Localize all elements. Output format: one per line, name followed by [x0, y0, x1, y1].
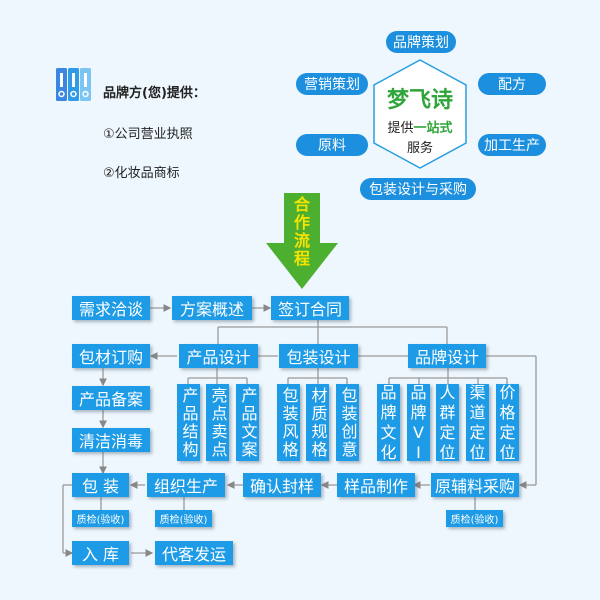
provider-heading: 品牌方(您)提供： [103, 86, 206, 101]
sub-label: 包装创意 [338, 386, 358, 459]
sub-char: 道 [469, 402, 486, 422]
sub-char: 定 [439, 422, 456, 442]
qc-label-raw-procurement: 质检(验收) [446, 510, 503, 527]
sub-char: 人 [439, 382, 456, 402]
hub-hexagon [373, 59, 467, 169]
sub-brand-culture: 品牌文化 [377, 382, 400, 462]
sub-label: 产品文案 [238, 386, 258, 459]
qc-label-packaging: 质检(验收) [72, 510, 129, 527]
sub-channel-positioning: 渠道定位 [466, 382, 489, 462]
step-shipping: 代客发运 [155, 541, 233, 565]
step-production: 组织生产 [147, 473, 225, 497]
sub-char: 位 [469, 442, 486, 462]
sub-char: I [416, 442, 421, 462]
hub-brand: 梦飞诗 [386, 88, 453, 113]
provider-item-license: ①公司营业执照 [103, 127, 193, 142]
hub-tagline-prefix: 提供 [387, 121, 414, 136]
sub-label: 材质规格 [308, 386, 328, 459]
sub-label: 产品结构 [179, 386, 199, 459]
service-brand-planning: 品牌策划 [386, 31, 456, 53]
arrow-char: 流 [293, 231, 310, 250]
sub-package-creative: 包装创意 [336, 384, 359, 461]
step-packaging-order: 包材订购 [72, 344, 150, 368]
sub-char: 格 [499, 402, 516, 422]
hub-tagline-highlight: 一站式 [413, 121, 453, 136]
step-raw-procurement: 原辅料采购 [431, 473, 519, 497]
sub-char: 品 [410, 382, 427, 402]
hub-tagline-suffix: 服务 [406, 141, 433, 156]
step-product-filing: 产品备案 [72, 386, 150, 410]
sub-label: 亮点卖点 [208, 386, 228, 459]
step-warehousing: 入 库 [72, 541, 129, 565]
sub-product-structure: 产品结构 [177, 384, 200, 461]
sub-char: 文 [380, 422, 397, 442]
provider-item-trademark: ②化妆品商标 [103, 166, 180, 181]
sub-char: 品 [380, 382, 397, 402]
step-confirm-sample: 确认封样 [243, 473, 321, 497]
service-raw-materials: 原料 [296, 134, 368, 156]
service-formula: 配方 [478, 73, 546, 95]
service-packaging-procurement: 包装设计与采购 [360, 178, 476, 200]
arrow-char: 作 [293, 213, 310, 232]
sub-char: 位 [499, 442, 516, 462]
hub-tagline: 提供一站式 [372, 117, 468, 136]
sub-char: 定 [469, 422, 486, 442]
sub-char: 渠 [469, 382, 486, 402]
sub-char: V [413, 422, 424, 442]
step-brand-design: 品牌设计 [408, 344, 486, 368]
qc-label-production: 质检(验收) [155, 510, 212, 527]
sub-label: 包装风格 [279, 386, 299, 459]
sub-package-style: 包装风格 [277, 384, 300, 461]
sub-char: 定 [499, 422, 516, 442]
service-processing: 加工生产 [478, 134, 546, 156]
step-packaging: 包 装 [72, 473, 129, 497]
service-marketing-planning: 营销策划 [296, 73, 368, 95]
step-contract: 签订合同 [271, 296, 349, 320]
sub-char: 化 [380, 442, 397, 462]
sub-material-spec: 材质规格 [306, 384, 329, 461]
step-product-design: 产品设计 [179, 344, 258, 368]
step-cleaning: 清洁消毒 [72, 428, 150, 452]
step-requirements: 需求洽谈 [72, 296, 150, 320]
sub-audience-positioning: 人群定位 [436, 382, 459, 462]
sub-price-positioning: 价格定位 [496, 382, 519, 462]
arrow-char: 程 [293, 249, 310, 268]
sub-product-copy: 产品文案 [236, 384, 259, 461]
provider-binders-icon [55, 67, 95, 103]
down-arrow-icon [266, 193, 338, 289]
sub-char: 位 [439, 442, 456, 462]
sub-char: 牌 [410, 402, 427, 422]
sub-char: 牌 [380, 402, 397, 422]
sub-char: 群 [439, 402, 456, 422]
step-proposal: 方案概述 [172, 296, 252, 320]
arrow-char: 合 [293, 195, 310, 214]
step-package-design: 包装设计 [279, 344, 358, 368]
sub-char: 价 [499, 382, 516, 402]
step-sample-making: 样品制作 [337, 473, 415, 497]
sub-selling-points: 亮点卖点 [206, 384, 229, 461]
arrow-label: 合 作 流 程 [290, 196, 314, 268]
